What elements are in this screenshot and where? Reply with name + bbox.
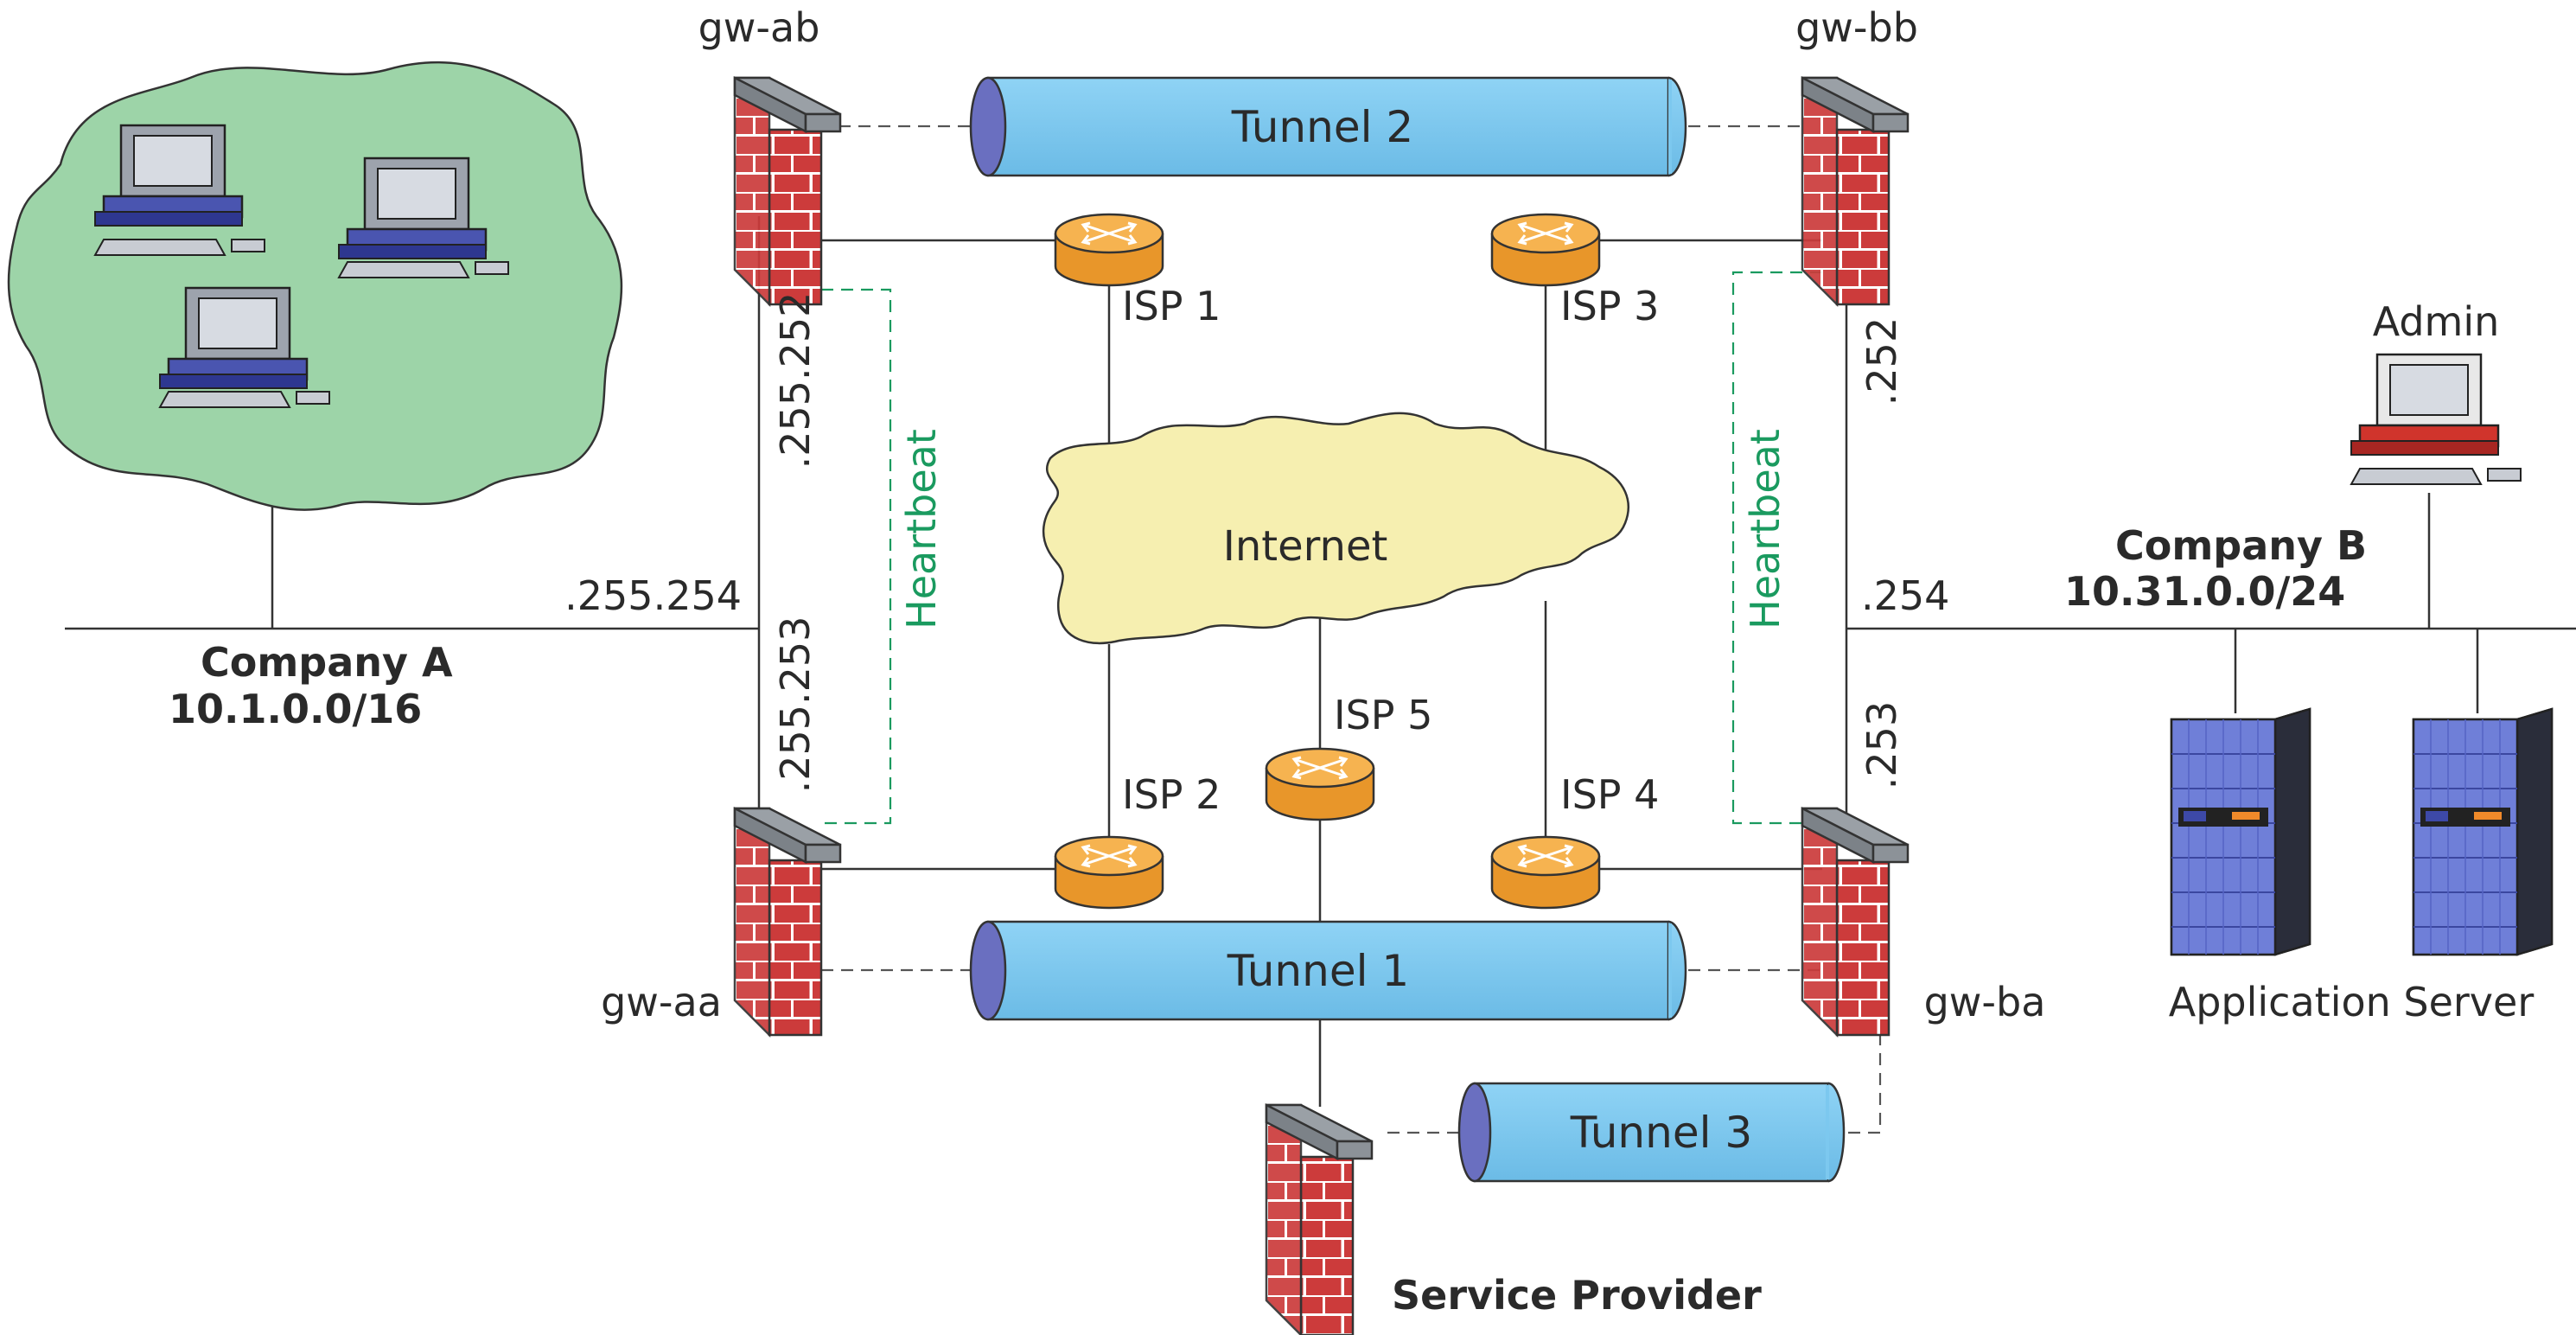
- gw-bb-label: gw-bb: [1795, 4, 1918, 51]
- router-isp1: [1054, 213, 1164, 287]
- router-isp4: [1490, 835, 1601, 910]
- company-a-name: Company A: [201, 639, 453, 686]
- heartbeat-b-label: Heartbeat: [1742, 429, 1789, 629]
- tunnel-1-label: Tunnel 1: [1227, 946, 1409, 996]
- router-isp3: [1490, 213, 1601, 287]
- firewall-gw-aa: [733, 806, 842, 1038]
- heartbeat-a-dash: [821, 288, 892, 825]
- router-isp5: [1265, 747, 1375, 821]
- application-server-label: Application Server: [2169, 979, 2535, 1025]
- gw-ab-address: .255.252: [772, 292, 819, 469]
- isp2-label: ISP 2: [1122, 771, 1221, 818]
- admin-label: Admin: [2373, 298, 2500, 345]
- gw-aa-address: .255.253: [772, 616, 819, 794]
- gw-ab-label: gw-ab: [698, 4, 820, 51]
- internet-cloud: Internet: [1042, 412, 1629, 645]
- workstation-3: [158, 286, 330, 408]
- internet-label: Internet: [1223, 522, 1388, 571]
- tunnel-2-label: Tunnel 2: [1231, 102, 1413, 152]
- service-provider-label: Service Provider: [1392, 1272, 1762, 1319]
- company-b-gw-address: .254: [1861, 572, 1949, 619]
- workstation-1: [93, 124, 265, 256]
- application-server-2: [2412, 707, 2554, 956]
- gw-ba-address: .253: [1859, 701, 1905, 789]
- isp5-label: ISP 5: [1334, 692, 1432, 738]
- application-server-1: [2170, 707, 2311, 956]
- tunnel-2: Tunnel 2: [969, 76, 1687, 177]
- isp1-label: ISP 1: [1122, 283, 1221, 329]
- heartbeat-b-dash: [1731, 271, 1822, 825]
- router-isp2: [1054, 835, 1164, 910]
- workstation-2: [337, 156, 509, 278]
- company-a-lan-blob: [7, 61, 623, 511]
- company-b-network: 10.31.0.0/24: [2064, 568, 2345, 615]
- company-a-gw-address: .255.254: [564, 572, 742, 619]
- firewall-gw-ab: [733, 75, 842, 308]
- isp4-label: ISP 4: [1560, 771, 1659, 818]
- heartbeat-a-label: Heartbeat: [898, 429, 945, 629]
- firewall-gw-ba: [1801, 806, 1910, 1038]
- connection-lines: [65, 216, 2576, 1107]
- firewall-gw-bb: [1801, 75, 1910, 308]
- gw-ba-label: gw-ba: [1924, 979, 2046, 1025]
- firewall-service-provider: [1265, 1102, 1374, 1335]
- heartbeat-dashes: [821, 271, 1822, 825]
- tunnel-3-label: Tunnel 3: [1570, 1108, 1752, 1158]
- tunnel3-gw-ba-dash: [1828, 1033, 1882, 1134]
- isp3-label: ISP 3: [1560, 283, 1659, 329]
- tunnel-3: Tunnel 3: [1457, 1082, 1846, 1183]
- tunnel-dashes: [821, 125, 1882, 1134]
- gw-bb-address: .252: [1859, 317, 1905, 406]
- gw-aa-label: gw-aa: [601, 979, 722, 1025]
- tunnel-1: Tunnel 1: [969, 920, 1687, 1021]
- company-a-network: 10.1.0.0/16: [169, 686, 422, 732]
- company-b-name: Company B: [2115, 522, 2367, 569]
- admin-workstation: [2350, 353, 2522, 485]
